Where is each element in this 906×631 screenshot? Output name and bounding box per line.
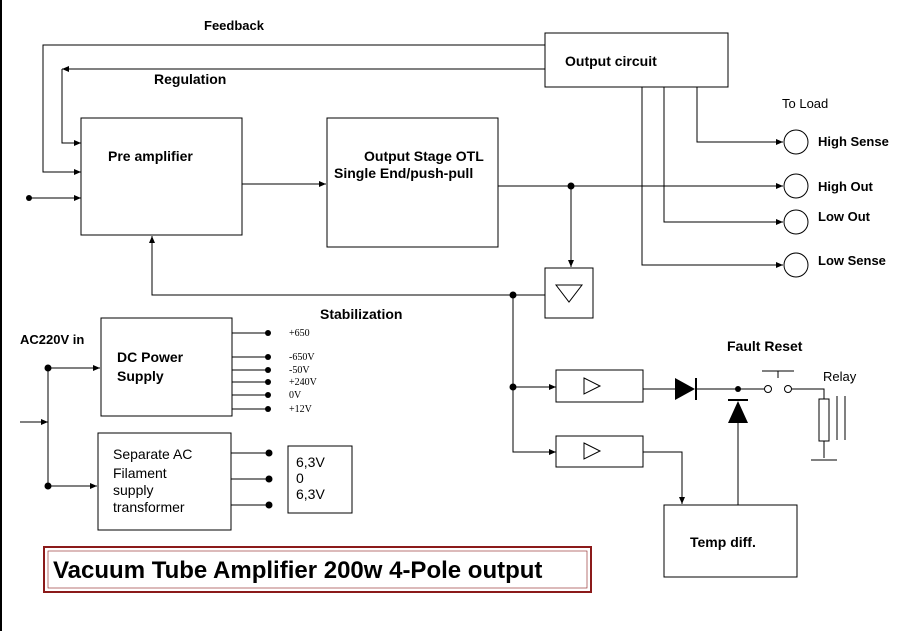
dc-rail-terminal bbox=[265, 354, 271, 360]
dc-rail-voltage: 0V bbox=[289, 390, 302, 401]
stabilization-path bbox=[149, 236, 556, 455]
filament-line4: transformer bbox=[113, 499, 185, 515]
filament-output-wires bbox=[231, 449, 273, 509]
to-load-label: To Load bbox=[782, 96, 828, 111]
dc-rail-terminal bbox=[265, 392, 271, 398]
high-out-terminal bbox=[783, 173, 809, 199]
relay-label: Relay bbox=[823, 369, 857, 384]
feedback-label: Feedback bbox=[204, 18, 265, 33]
relay-icon bbox=[811, 396, 846, 461]
filament-voltage-2: 0 bbox=[296, 470, 304, 486]
stabilization-label: Stabilization bbox=[320, 306, 402, 322]
fault-reset-switch bbox=[762, 370, 825, 399]
dc-rail-voltage: +12V bbox=[289, 404, 313, 415]
pre-amplifier-block bbox=[80, 117, 243, 236]
output-stage-line1: Output Stage OTL bbox=[364, 148, 484, 164]
filament-voltage-1: 6,3V bbox=[296, 454, 325, 470]
ac-input-wiring bbox=[20, 364, 100, 490]
regulation-path bbox=[61, 66, 545, 146]
low-sense-label: Low Sense bbox=[818, 253, 886, 268]
fault-path bbox=[643, 378, 765, 505]
dc-rail-voltage: -50V bbox=[289, 365, 310, 376]
dc-power-supply-block bbox=[100, 317, 233, 417]
high-sense-terminal bbox=[783, 129, 809, 155]
filament-line1: Separate AC bbox=[113, 446, 192, 462]
temp-diff-label: Temp diff. bbox=[690, 534, 756, 550]
output-stage-line2: Single End/push-pull bbox=[334, 165, 473, 181]
fault-reset-label: Fault Reset bbox=[727, 338, 803, 354]
load-lines bbox=[641, 87, 783, 268]
feedback-path bbox=[42, 44, 545, 175]
low-out-label: Low Out bbox=[818, 209, 871, 224]
filament-transformer-block bbox=[97, 432, 232, 531]
output-stage-to-high-out bbox=[498, 182, 783, 267]
title-frame bbox=[43, 546, 592, 593]
filament-line3: supply bbox=[113, 482, 153, 498]
dc-rail-voltage: +240V bbox=[289, 377, 318, 388]
dc-rail-terminal bbox=[265, 330, 271, 336]
filament-voltage-3: 6,3V bbox=[296, 486, 325, 502]
dc-rail-terminal bbox=[265, 379, 271, 385]
low-out-terminal bbox=[783, 209, 809, 235]
sense-triangle-icon bbox=[554, 284, 584, 303]
low-sense-terminal bbox=[783, 252, 809, 278]
dc-power-line2: Supply bbox=[117, 368, 164, 384]
filament-line2: Filament bbox=[113, 465, 167, 481]
filament-voltage-box bbox=[287, 445, 353, 514]
dc-rail-terminal bbox=[265, 406, 271, 412]
output-circuit-block bbox=[544, 32, 729, 88]
pre-amplifier-label: Pre amplifier bbox=[108, 148, 193, 164]
output-stage-block bbox=[326, 117, 499, 248]
stabilization-sense-block bbox=[544, 267, 594, 319]
audio-input bbox=[26, 195, 81, 201]
dc-power-line1: DC Power bbox=[117, 349, 184, 365]
high-out-label: High Out bbox=[818, 179, 874, 194]
buffer-2-icon bbox=[583, 442, 602, 460]
output-circuit-label: Output circuit bbox=[565, 53, 657, 69]
buffer-1-icon bbox=[583, 377, 602, 395]
dc-rail-voltage: +650 bbox=[289, 328, 310, 339]
regulation-label: Regulation bbox=[154, 71, 226, 87]
dc-output-rails: +650 -650V -50V+240V 0V +12V bbox=[232, 328, 318, 415]
high-sense-label: High Sense bbox=[818, 134, 889, 149]
comparator-2-to-temp bbox=[643, 451, 685, 504]
diagram-title: Vacuum Tube Amplifier 200w 4-Pole output bbox=[53, 557, 542, 584]
ac-in-label: AC220V in bbox=[20, 332, 84, 347]
temp-diff-block bbox=[663, 504, 798, 578]
dc-rail-terminal bbox=[265, 367, 271, 373]
dc-rail-voltage: -650V bbox=[289, 352, 315, 363]
